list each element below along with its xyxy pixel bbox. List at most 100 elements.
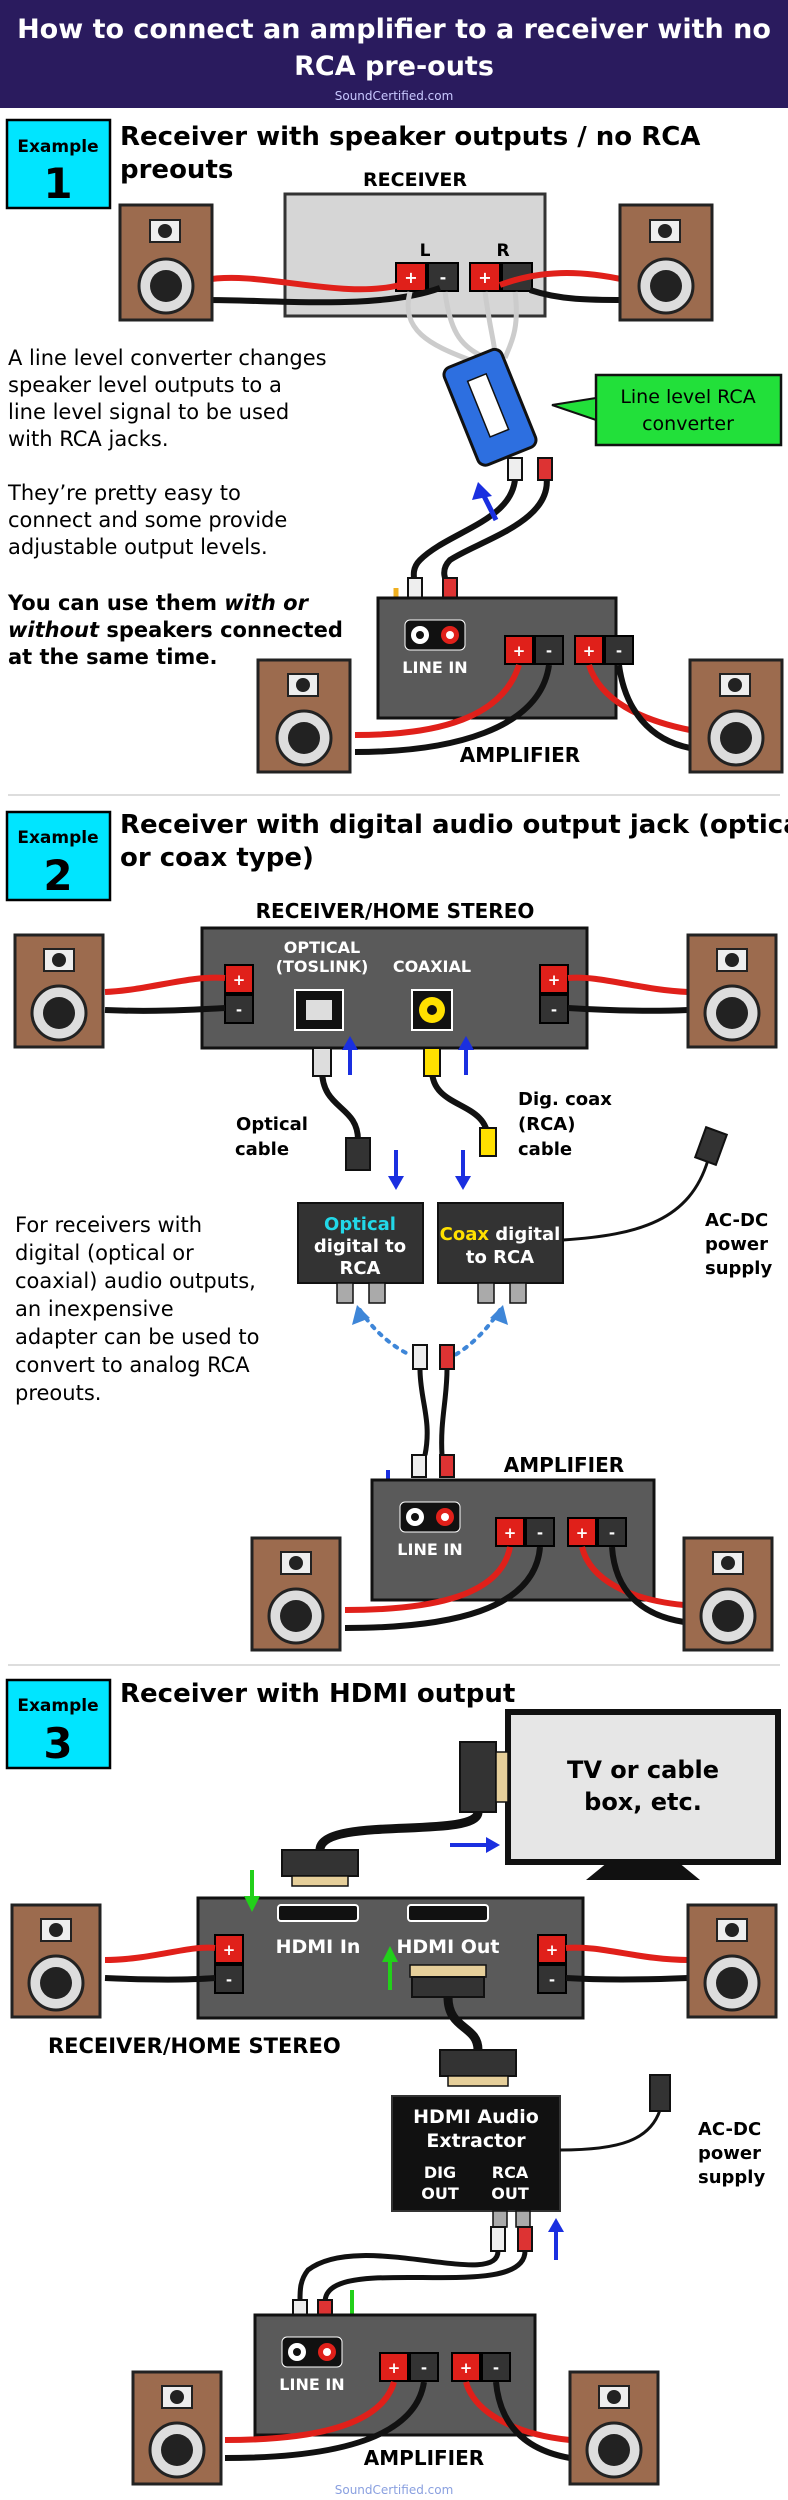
example-2-badge-num: 2 [43,851,72,900]
example-1-callout-line2: converter [642,413,734,435]
example-2-body-line6: convert to analog RCA [15,1353,250,1377]
example-1-amp-label: AMPLIFIER [460,743,580,767]
example-3-ac-dc-adapter-icon [649,2074,671,2112]
example-3-right-speaker [686,1903,778,2019]
svg-text:-: - [616,642,622,660]
example-2-body-line1: For receivers with [15,1213,202,1237]
example-1-body-line3: line level signal to be used [8,400,289,424]
example-3: Example 3 Receiver with HDMI output TV o… [5,1678,781,2486]
example-2-body-line2: digital (optical or [15,1241,194,1265]
line-level-converter-icon [442,347,538,467]
svg-text:+: + [576,1524,589,1542]
example-2-amp-label: AMPLIFIER [504,1453,624,1477]
svg-text:+: + [548,971,561,989]
coax-cable-label3: cable [518,1139,572,1160]
tv-label2: box, etc. [584,1788,702,1816]
svg-text:-: - [226,1971,232,1989]
svg-text:+: + [388,2359,401,2377]
page-title-line2: RCA pre-outs [294,51,494,82]
optical-adapter-label1: Optical [324,1214,396,1235]
rca-out-label1: RCA [492,2163,529,2182]
example-2-receiver-box [200,926,589,1050]
example-1-callout-line1: Line level RCA [620,386,755,408]
example-2-body-line5: adapter can be used to [15,1325,259,1349]
example-1-body-line2: speaker level outputs to a [8,373,282,397]
optical-cable-label1: Optical [236,1114,308,1135]
example-3-amp-right-speaker [568,2370,660,2486]
example-2-power-label2: power [705,1234,768,1255]
example-1-badge [5,118,112,210]
example-1-callout [594,373,783,447]
example-3-badge [5,1678,112,1770]
header-site: SoundCertified.com [335,89,454,103]
svg-text:+: + [504,1524,517,1542]
coax-adapter-label2: to RCA [466,1247,534,1268]
example-2-coaxial-label: COAXIAL [393,957,471,976]
example-1-heading-line2: preouts [120,155,233,185]
svg-text:-: - [549,1971,555,1989]
example-1-badge-word: Example [17,137,98,157]
example-3-badge-word: Example [17,1696,98,1716]
example-2-body-line4: an inexpensive [15,1297,174,1321]
example-1-left-channel: L [420,241,431,261]
example-2-heading-line2: or coax type) [120,843,314,873]
example-2-power-label3: supply [705,1258,772,1279]
svg-text:+: + [583,642,596,660]
example-2-power-label1: AC-DC [705,1210,768,1231]
hdmi-out-port-icon [407,1904,489,1922]
example-3-left-speaker [10,1903,102,2019]
svg-text:+: + [223,1941,236,1959]
example-1-badge-num: 1 [43,159,72,208]
dig-out-label1: DIG [424,2163,456,2182]
tv-label1: TV or cable [567,1756,719,1784]
example-3-line-in: LINE IN [279,2375,344,2394]
coax-adapter-box [437,1202,564,1284]
svg-text:-: - [537,1524,543,1542]
example-2-optical-label1: OPTICAL [284,938,361,957]
optical-adapter-box [297,1202,424,1284]
example-3-power-label2: power [698,2143,761,2164]
example-1-receiver-label: RECEIVER [363,169,467,191]
example-1-body-line4: with RCA jacks. [8,427,169,451]
svg-text:-: - [440,268,447,287]
example-2-badge [5,810,112,902]
example-1-right-channel: R [496,241,509,261]
example-2-right-speaker [686,933,778,1049]
example-1-body-line5: They’re pretty easy to [7,481,241,505]
example-2-amp-left-speaker [250,1536,342,1652]
example-1-bold-line3: at the same time. [8,645,218,669]
optical-adapter-label3: RCA [339,1258,380,1279]
example-2-optical-label2: (TOSLINK) [276,957,369,976]
example-2-body-line7: preouts. [15,1381,101,1405]
svg-text:-: - [609,1524,615,1542]
optical-cable-label2: cable [235,1139,289,1160]
example-3-badge-num: 3 [43,1719,72,1768]
svg-text:-: - [421,2359,427,2377]
coax-cable-label1: Dig. coax [518,1089,612,1110]
tv-hdmi-plug [459,1741,497,1813]
coax-cable-label2: (RCA) [518,1114,575,1135]
example-2-left-speaker [13,933,105,1049]
example-3-power-label1: AC-DC [698,2119,761,2140]
example-2: Example 2 Receiver with digital audio ou… [5,810,788,1652]
tv-icon [505,1709,781,1865]
example-2-heading-line1: Receiver with digital audio output jack … [120,810,788,840]
example-2-body-line3: coaxial) audio outputs, [15,1269,256,1293]
hdmi-audio-extractor [391,2095,561,2212]
example-1-right-speaker [618,203,714,322]
hdmi-in-port-icon [277,1904,359,1922]
svg-text:-: - [546,642,552,660]
svg-text:+: + [460,2359,473,2377]
hdmi-out-label: HDMI Out [396,1936,499,1958]
example-2-amp-right-speaker [682,1536,774,1652]
example-3-power-label3: supply [698,2167,765,2188]
example-1-amp-left-speaker [256,658,352,774]
example-1-body-line7: adjustable output levels. [8,535,268,559]
extractor-label1: HDMI Audio [413,2106,539,2128]
example-1-left-speaker [118,203,214,322]
example-1-body-line6: connect and some provide [8,508,287,532]
svg-text:+: + [404,268,417,287]
svg-text:-: - [236,1001,242,1019]
example-1-bold-line2: without speakers connected [8,618,343,642]
